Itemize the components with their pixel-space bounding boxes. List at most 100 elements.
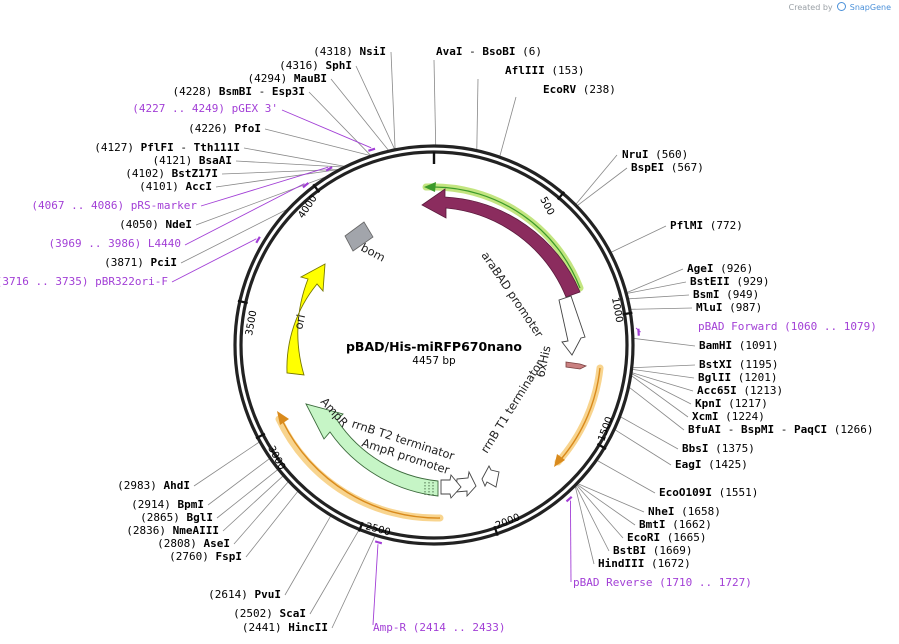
- leader-line: [216, 469, 278, 519]
- tick-label-3500: 3500: [244, 310, 259, 337]
- bom-label: bom: [359, 240, 388, 264]
- leader-line: [245, 491, 299, 558]
- site-label-bstxi: BstXI (1195): [699, 358, 779, 371]
- leader-line: [476, 78, 479, 150]
- arac-feature-arrow: [421, 188, 581, 298]
- 6xhis-label: 6xHis: [533, 344, 553, 378]
- site-label-nrui: NruI (560): [622, 148, 688, 161]
- leader-line: [631, 372, 694, 392]
- site-label-bgli: (2865) BglI: [140, 511, 213, 524]
- site-label-bspei: BspEI (567): [631, 161, 704, 174]
- site-label-pvui: (2614) PvuI: [208, 588, 281, 601]
- leader-line: [628, 294, 690, 300]
- plasmid-length: 4457 bp: [412, 355, 456, 367]
- tick-label-500: 500: [537, 195, 556, 217]
- leader-line: [499, 96, 517, 157]
- rrnb-t2-terminator-arrow: [455, 470, 477, 498]
- site-label-ahdi: (2983) AhdI: [117, 479, 190, 492]
- site-label-nsii: (4318) NsiI: [313, 45, 386, 58]
- leader-line: [577, 484, 636, 526]
- leader-line: [620, 416, 679, 450]
- site-label-acci: (4101) AccI: [139, 180, 212, 193]
- site-label-nhei: NheI (1658): [648, 505, 721, 518]
- ampr-promoter-arrow: [440, 473, 462, 499]
- site-labels-top-right: AvaI - BsoBI (6) AflIII (153) EcoRV (238…: [436, 45, 877, 352]
- mirfp-orf-glow: [554, 364, 604, 466]
- site-label-pflfi: (4127) PflFI - Tth111I: [94, 141, 240, 154]
- primer-marks: [171, 109, 641, 626]
- site-labels-right: BstXI (1195) BglII (1201) Acc65I (1213) …: [573, 358, 874, 589]
- arac-orf-arrowhead: [424, 182, 436, 192]
- ampr-orf-arrowhead: [277, 411, 289, 425]
- ori-feature-arrow: [286, 263, 326, 376]
- plasmid-name: pBAD/His-miRFP670nano: [346, 339, 522, 354]
- bom-feature: [344, 221, 374, 252]
- leader-line: [574, 486, 595, 565]
- leader-line: [207, 458, 270, 506]
- site-label-xcmi: XcmI (1224): [692, 410, 765, 423]
- site-label-mlui: MluI (987): [696, 301, 762, 314]
- site-label-sphi: (4316) SphI: [279, 59, 352, 72]
- leader-line: [222, 475, 284, 532]
- leader-line: [577, 483, 645, 513]
- primer-label-prs-marker: (4067 .. 4086) pRS-marker: [31, 199, 197, 212]
- site-label-bstz17i: (4102) BstZ17I: [125, 167, 218, 180]
- ampr-feature-arrow: [305, 403, 439, 497]
- leader-line: [233, 481, 289, 545]
- tick-label-1000: 1000: [609, 297, 624, 324]
- site-label-nmeaiii: (2836) NmeAIII: [126, 524, 219, 537]
- site-label-bsteii: BstEII (929): [690, 275, 770, 288]
- leader-line: [284, 515, 331, 596]
- tick-3500: [237, 299, 248, 305]
- site-label-bfuai: BfuAI - BspMI - PaqCI (1266): [688, 423, 874, 436]
- leader-line: [355, 65, 395, 150]
- site-label-ecorv: EcoRV (238): [543, 83, 616, 96]
- position-ticks: [237, 152, 633, 537]
- primer-label-pbad-forward: pBAD Forward (1060 .. 1079): [698, 320, 877, 333]
- site-label-hincii: (2441) HincII: [242, 621, 328, 634]
- rrnb-t1-terminator-arrow: [481, 465, 500, 488]
- site-label-asei: (2808) AseI: [157, 537, 230, 550]
- site-label-ecori: EcoRI (1665): [627, 531, 707, 544]
- primer-label-pgex3: (4227 .. 4249) pGEX 3': [132, 102, 278, 115]
- site-label-avai: AvaI - BsoBI (6): [436, 45, 542, 58]
- leader-line: [577, 167, 628, 206]
- ampr-orf-line: [282, 421, 441, 519]
- primer-mark: [255, 236, 261, 244]
- leader-line: [633, 338, 696, 347]
- site-label-pflmi: PflMI (772): [670, 219, 743, 232]
- leader-line: [629, 387, 685, 431]
- primer-leader-line: [184, 183, 305, 246]
- credit-prefix: Created by: [788, 3, 833, 12]
- leader-line: [433, 59, 437, 146]
- leader-line: [308, 91, 371, 156]
- primer-mark: [302, 182, 310, 189]
- snapgene-logo-icon: [837, 2, 847, 11]
- leader-line: [627, 281, 687, 294]
- leader-line: [193, 441, 260, 487]
- snapgene-credit: Created by SnapGene: [789, 2, 891, 12]
- tick-2000: [493, 525, 499, 537]
- tick-1500: [596, 442, 607, 450]
- leader-line: [390, 51, 396, 149]
- leader-line: [626, 268, 684, 293]
- leader-line: [331, 535, 376, 629]
- arac-orf-line: [433, 186, 581, 289]
- leader-line: [195, 176, 326, 226]
- site-label-bstbi: BstBI (1669): [613, 544, 693, 557]
- ampr-orf-glow: [275, 415, 444, 522]
- primer-mark: [565, 496, 573, 503]
- leader-line: [575, 485, 610, 552]
- site-label-acc65i: Acc65I (1213): [697, 384, 783, 397]
- arabad-promoter-label: araBAD promoter: [479, 249, 547, 340]
- leader-line: [215, 169, 338, 188]
- tick-2500: [357, 521, 364, 532]
- leader-line: [575, 154, 618, 205]
- label-leader-lines: [180, 51, 696, 629]
- site-label-kpni: KpnI (1217): [695, 397, 768, 410]
- site-label-pcii: (3871) PciI: [104, 256, 177, 269]
- primer-leader-line: [569, 500, 572, 583]
- site-label-hindiii: HindIII (1672): [598, 557, 691, 570]
- leader-line: [330, 78, 389, 151]
- primer-mark: [325, 166, 333, 172]
